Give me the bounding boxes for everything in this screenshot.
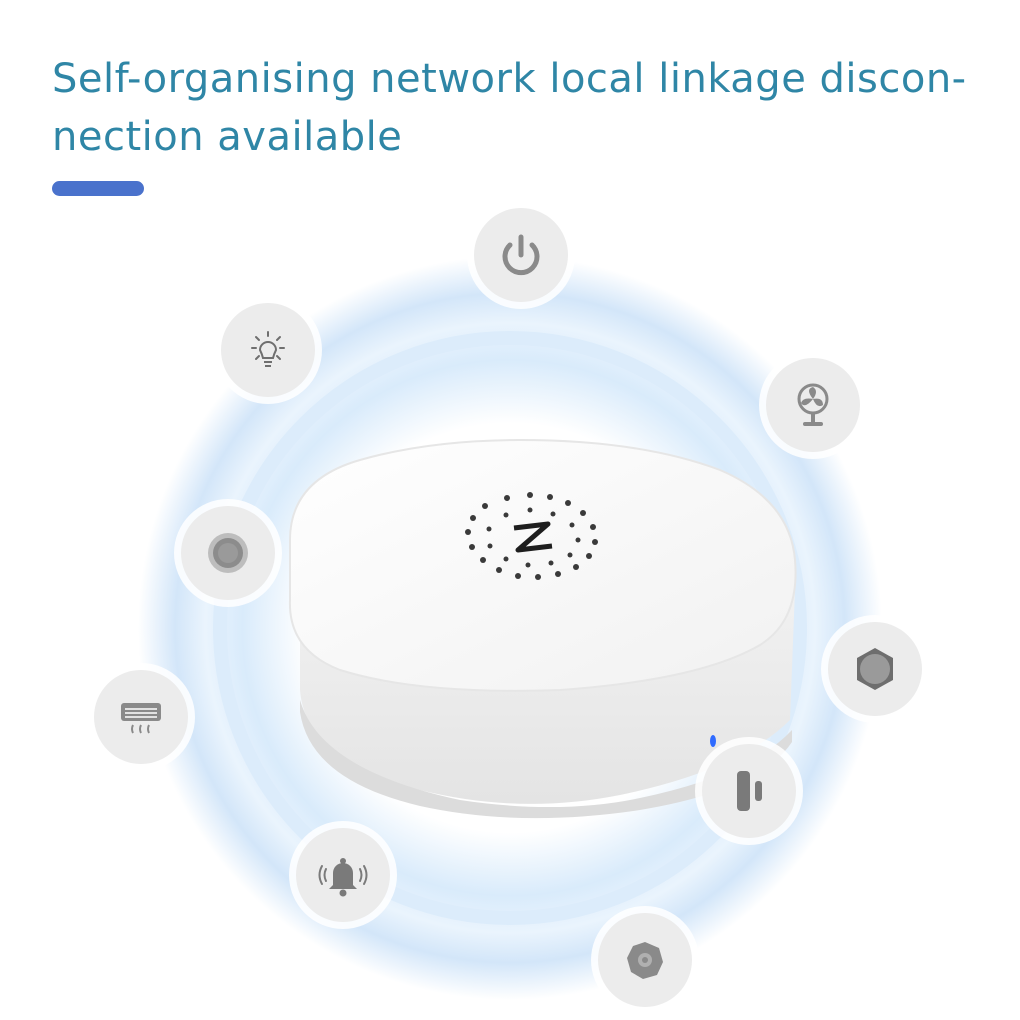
light-device	[221, 303, 315, 397]
door-device	[702, 744, 796, 838]
hexagon-sensor-icon	[857, 648, 893, 690]
status-led	[710, 735, 716, 747]
accent-bar	[52, 181, 144, 196]
fan-icon	[797, 383, 829, 426]
door-sensor-icon	[737, 771, 762, 811]
hub-logo	[513, 521, 553, 553]
hub-top	[288, 438, 797, 692]
power-device	[474, 208, 568, 302]
button-sensor-icon	[208, 533, 248, 573]
headline: Self-organising network local linkage di…	[52, 50, 1012, 166]
power-icon	[502, 234, 540, 276]
button-device	[181, 506, 275, 600]
ac-device	[94, 670, 188, 764]
alarm-device	[296, 828, 390, 922]
fan-device	[766, 358, 860, 452]
light-bulb-icon	[251, 331, 285, 367]
speaker-dots	[465, 492, 598, 580]
air-conditioner-icon	[121, 703, 161, 734]
smoke-detector-icon	[627, 942, 663, 979]
alarm-bell-icon	[318, 858, 368, 897]
signal-ring-inner	[213, 331, 807, 925]
headline-line-1: Self-organising network local linkage di…	[52, 56, 967, 102]
smoke-device	[598, 913, 692, 1007]
hexagon-device	[828, 622, 922, 716]
headline-line-2: nection available	[52, 114, 403, 160]
hub-device	[288, 438, 797, 819]
